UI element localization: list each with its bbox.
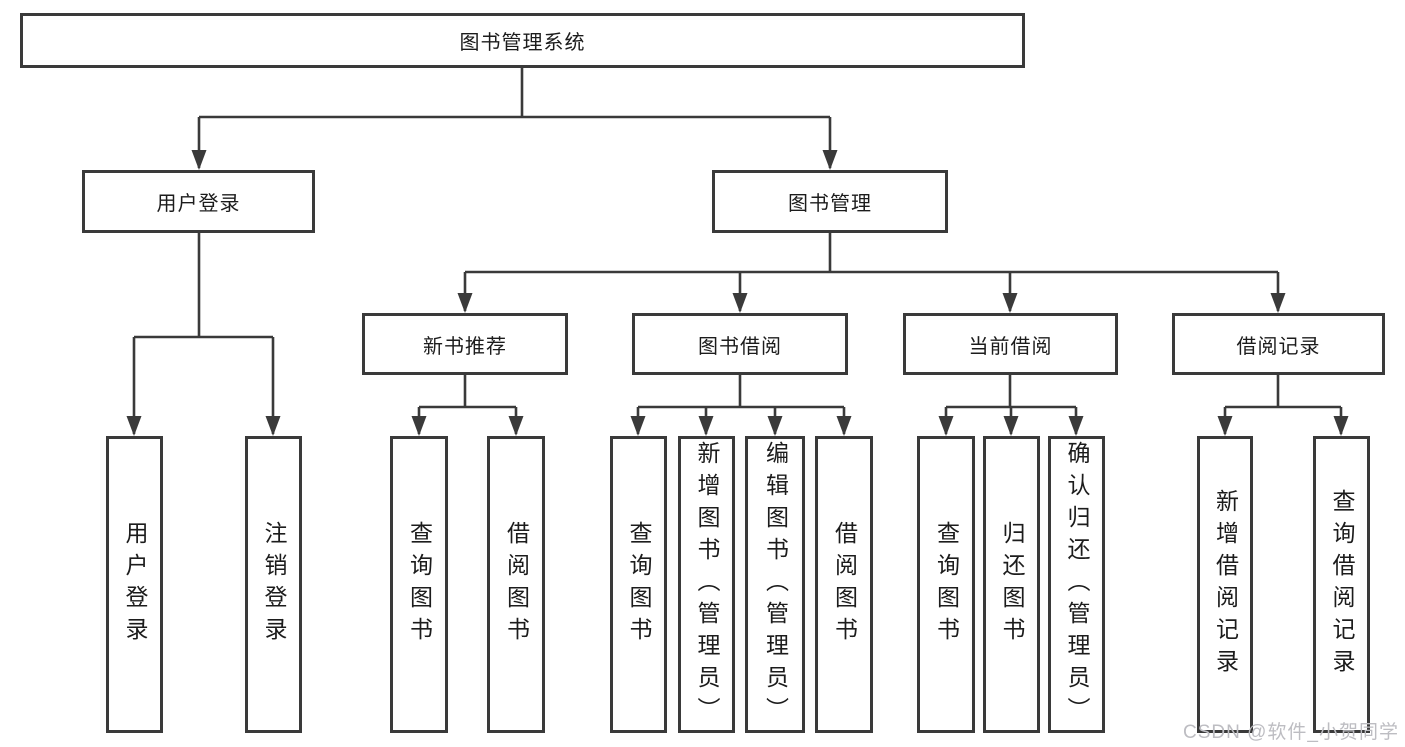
node-root-label: 图书管理系统 — [459, 32, 586, 54]
leaf-cur-query-books-label: 查询图书 — [933, 520, 960, 649]
node-current-borrowing-label: 当前借阅 — [968, 335, 1053, 358]
node-new-book-recommendation: 新书推荐 — [362, 313, 568, 375]
leaf-logout: 注销登录 — [245, 436, 302, 733]
connector-newbookrec-to-leaves — [417, 375, 518, 434]
leaf-borrow-query-books: 查询图书 — [610, 436, 667, 733]
leaf-user-login: 用户登录 — [106, 436, 163, 733]
connector-bookmgmt-to-level3 — [463, 233, 1280, 311]
leaf-cur-return-books-label: 归还图书 — [999, 520, 1025, 649]
node-user-login-group: 用户登录 — [82, 170, 315, 233]
node-book-management: 图书管理 — [712, 170, 948, 233]
leaf-borrow-edit-books-label: 编辑图书（管理员） — [762, 440, 789, 729]
connector-root-to-level2 — [197, 68, 832, 168]
leaf-borrow-add-books: 新增图书（管理员） — [678, 436, 735, 733]
node-current-borrowing: 当前借阅 — [903, 313, 1118, 375]
leaf-rec-query-books: 查询图书 — [390, 436, 448, 733]
leaf-log-query-record: 查询借阅记录 — [1313, 436, 1370, 733]
node-user-login-group-label: 用户登录 — [156, 193, 241, 215]
node-book-borrowing: 图书借阅 — [632, 313, 848, 375]
leaf-rec-borrow-books-label: 借阅图书 — [503, 520, 530, 649]
leaf-borrow-borrow-books-label: 借阅图书 — [831, 520, 858, 649]
connector-currentborrow-to-leaves — [944, 375, 1078, 434]
leaf-cur-query-books: 查询图书 — [917, 436, 975, 733]
node-borrowing-records: 借阅记录 — [1172, 313, 1385, 375]
node-root: 图书管理系统 — [20, 13, 1025, 68]
node-new-book-recommendation-label: 新书推荐 — [423, 335, 507, 358]
leaf-logout-label: 注销登录 — [261, 520, 287, 649]
leaf-log-add-record-label: 新增借阅记录 — [1212, 488, 1239, 681]
leaf-log-add-record: 新增借阅记录 — [1197, 436, 1253, 733]
connector-borrowrecords-to-leaves — [1223, 375, 1343, 434]
leaf-cur-confirm-return-label: 确认归还（管理员） — [1064, 440, 1090, 729]
leaf-log-query-record-label: 查询借阅记录 — [1329, 488, 1355, 681]
node-borrowing-records-label: 借阅记录 — [1236, 335, 1321, 358]
leaf-borrow-query-books-label: 查询图书 — [626, 520, 652, 649]
leaf-rec-query-books-label: 查询图书 — [406, 520, 433, 649]
node-book-management-label: 图书管理 — [788, 193, 872, 215]
csdn-watermark: CSDN @软件_小贺同学 — [1183, 722, 1399, 743]
leaf-cur-confirm-return: 确认归还（管理员） — [1048, 436, 1105, 733]
leaf-rec-borrow-books: 借阅图书 — [487, 436, 545, 733]
connector-bookborrow-to-leaves — [636, 375, 846, 434]
leaf-user-login-label: 用户登录 — [122, 520, 148, 649]
leaf-borrow-edit-books: 编辑图书（管理员） — [745, 436, 805, 733]
leaf-borrow-borrow-books: 借阅图书 — [815, 436, 873, 733]
leaf-cur-return-books: 归还图书 — [983, 436, 1040, 733]
leaf-borrow-add-books-label: 新增图书（管理员） — [694, 440, 720, 729]
node-book-borrowing-label: 图书借阅 — [698, 335, 782, 358]
connector-userlogin-to-leaves — [132, 233, 275, 434]
